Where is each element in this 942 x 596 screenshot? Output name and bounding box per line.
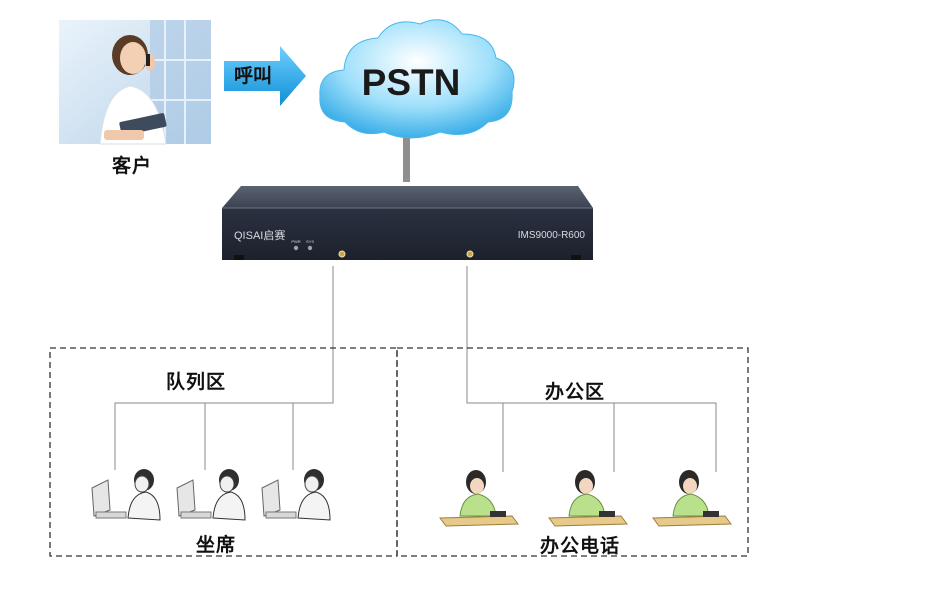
port-left-icon [338, 250, 346, 258]
device-brand: QISAI启赛 [234, 228, 285, 242]
connection-lines [114, 266, 717, 472]
zone-office-border [396, 347, 749, 557]
pstn-cloud [319, 19, 515, 139]
office-phone-user-3 [652, 470, 732, 527]
queue-zone-title: 队列区 [166, 371, 227, 393]
pwr-led-icon [293, 245, 299, 251]
agent-seats-label: 坐席 [196, 534, 237, 556]
device-model: IMS9000-R600 [518, 230, 586, 241]
sys-led-icon [307, 245, 313, 251]
office-zone-title: 办公区 [545, 381, 606, 403]
agent-workstation-1 [91, 469, 161, 521]
office-phone-user-1 [439, 470, 519, 527]
office-phone-user-2 [548, 470, 628, 527]
pwr-label: PWR [291, 239, 300, 244]
call-arrow [224, 46, 306, 106]
pstn-cable [403, 138, 410, 182]
sys-label: SYS [306, 239, 314, 244]
call-label: 呼叫 [234, 65, 272, 87]
port-right-icon [466, 250, 474, 258]
customer-label: 客户 [112, 155, 153, 177]
customer-photo [59, 20, 211, 145]
office-phones-label: 办公电话 [540, 535, 621, 557]
agent-workstation-2 [176, 469, 246, 521]
ims-device [222, 186, 593, 260]
pstn-label: PSTN [362, 62, 461, 103]
agent-workstation-3 [261, 469, 331, 521]
